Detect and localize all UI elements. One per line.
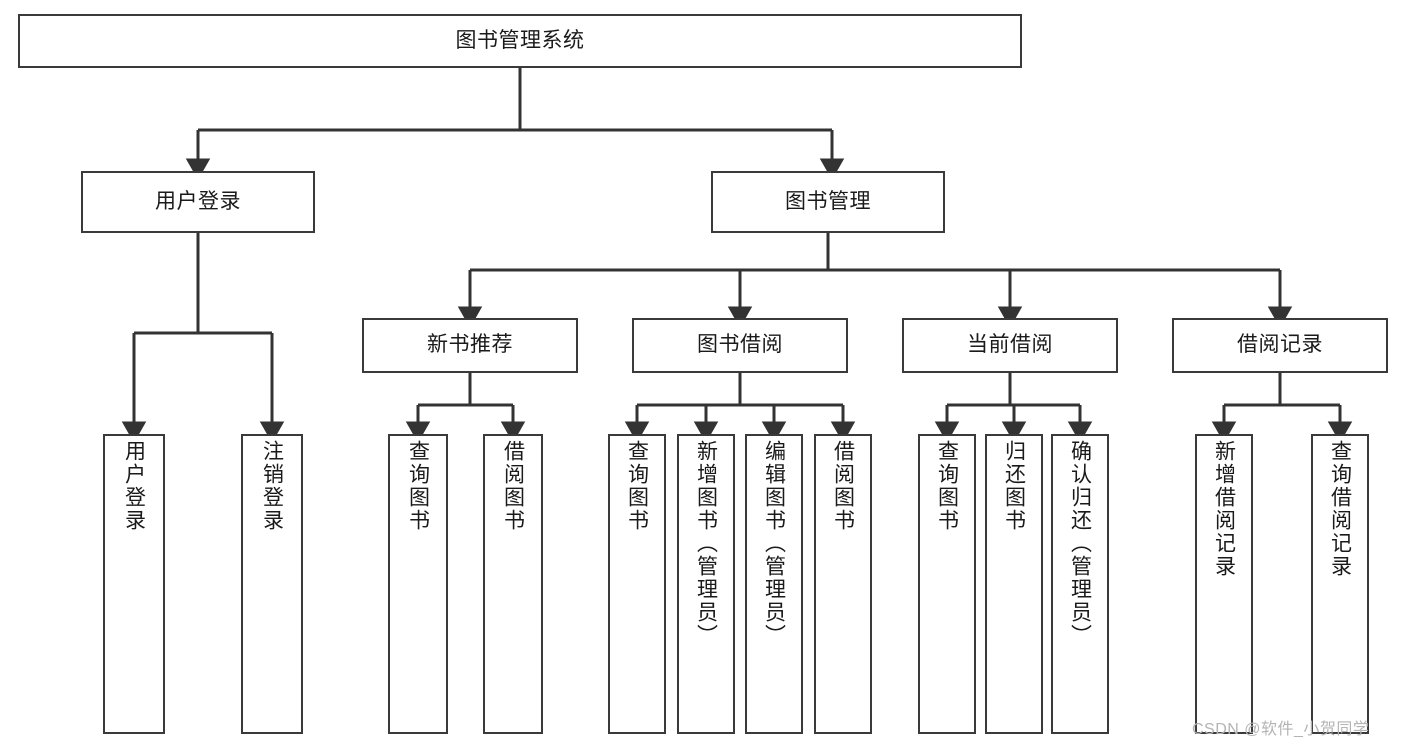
node-leaf-query-record-label: 查询借阅记录 (1328, 440, 1352, 578)
csdn-watermark: CSDN @软件_小贺同学 (1192, 721, 1370, 738)
node-leaf-return-book-label: 归还图书 (1002, 440, 1026, 532)
node-leaf-query-book-3-label: 查询图书 (935, 440, 959, 532)
node-leaf-query-book-2-label: 查询图书 (625, 440, 649, 532)
node-leaf-borrow-book-1[interactable]: 借阅图书 (483, 434, 543, 734)
node-borrow-record-label: 借阅记录 (1237, 333, 1323, 357)
node-leaf-user-login-label: 用户登录 (122, 440, 146, 532)
node-current-borrow-label: 当前借阅 (967, 333, 1053, 357)
node-borrow-record[interactable]: 借阅记录 (1172, 318, 1388, 373)
node-root[interactable]: 图书管理系统 (18, 14, 1022, 68)
node-leaf-logout-login-label: 注销登录 (260, 440, 284, 532)
node-leaf-confirm-return-label: 确认归还（管理员） (1068, 440, 1092, 647)
node-leaf-edit-book-label: 编辑图书（管理员） (762, 440, 786, 647)
node-book-borrow-label: 图书借阅 (697, 333, 783, 357)
node-book-manage[interactable]: 图书管理 (711, 171, 945, 233)
node-user-login[interactable]: 用户登录 (81, 171, 315, 233)
node-leaf-query-record[interactable]: 查询借阅记录 (1311, 434, 1369, 734)
node-user-login-label: 用户登录 (155, 189, 241, 213)
node-leaf-borrow-book-2-label: 借阅图书 (831, 440, 855, 532)
node-new-book-rec-label: 新书推荐 (427, 333, 513, 357)
node-leaf-user-login[interactable]: 用户登录 (103, 434, 165, 734)
node-leaf-borrow-book-2[interactable]: 借阅图书 (814, 434, 872, 734)
node-leaf-query-book-1[interactable]: 查询图书 (388, 434, 448, 734)
node-new-book-rec[interactable]: 新书推荐 (362, 318, 578, 373)
node-leaf-add-book[interactable]: 新增图书（管理员） (677, 434, 735, 734)
node-leaf-add-book-label: 新增图书（管理员） (694, 440, 718, 647)
node-root-label: 图书管理系统 (455, 28, 585, 52)
node-leaf-return-book[interactable]: 归还图书 (985, 434, 1043, 734)
node-leaf-query-book-1-label: 查询图书 (406, 440, 430, 532)
node-leaf-add-record[interactable]: 新增借阅记录 (1195, 434, 1253, 734)
node-book-manage-label: 图书管理 (785, 189, 871, 213)
node-leaf-query-book-2[interactable]: 查询图书 (608, 434, 666, 734)
node-leaf-logout-login[interactable]: 注销登录 (241, 434, 303, 734)
node-leaf-confirm-return[interactable]: 确认归还（管理员） (1051, 434, 1109, 734)
node-book-borrow[interactable]: 图书借阅 (632, 318, 848, 373)
node-leaf-borrow-book-1-label: 借阅图书 (501, 440, 525, 532)
node-leaf-edit-book[interactable]: 编辑图书（管理员） (745, 434, 803, 734)
node-leaf-query-book-3[interactable]: 查询图书 (918, 434, 976, 734)
node-current-borrow[interactable]: 当前借阅 (902, 318, 1118, 373)
node-leaf-add-record-label: 新增借阅记录 (1212, 440, 1236, 578)
